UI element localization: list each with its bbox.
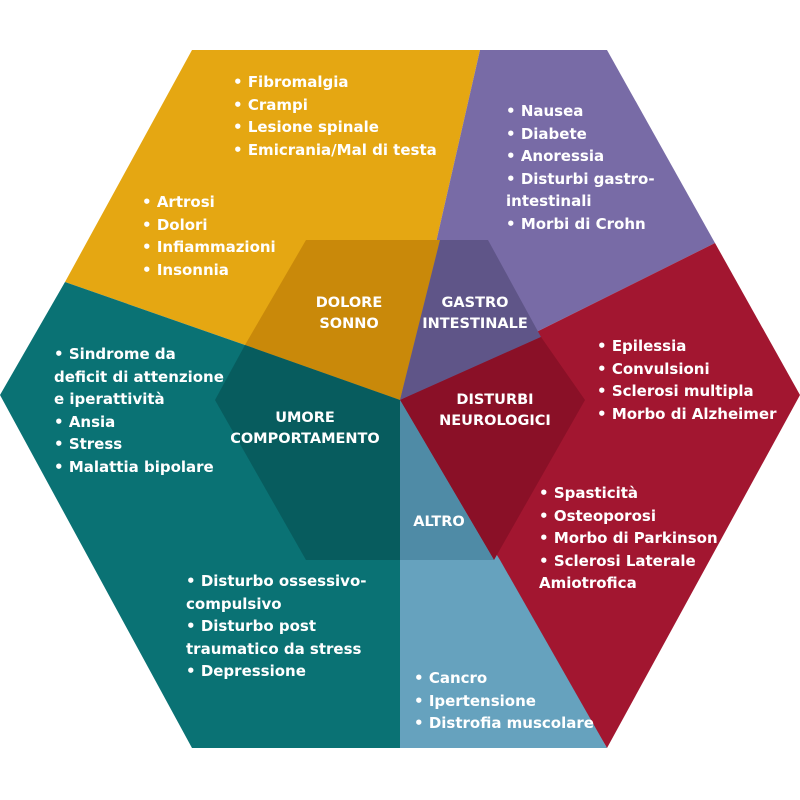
list-item: Stress: [54, 433, 229, 456]
list-item: Osteoporosi: [539, 505, 719, 528]
category-altro: ALTRO: [400, 512, 478, 533]
list-item: Nausea: [506, 100, 656, 123]
list-dolore-left: Artrosi Dolori Infiammazioni Insonnia: [142, 191, 287, 281]
list-item: Convulsioni: [597, 358, 782, 381]
list-item: Epilessia: [597, 335, 782, 358]
list-item: Cancro: [414, 667, 599, 690]
list-item: Anoressia: [506, 145, 656, 168]
list-item: Artrosi: [142, 191, 287, 214]
list-item: Disturbo ossessivo-compulsivo: [186, 570, 386, 615]
category-neuro-line1: DISTURBI: [456, 392, 534, 408]
category-umore-line1: UMORE: [275, 410, 335, 426]
list-altro: Cancro Ipertensione Distrofia muscolare: [414, 667, 599, 735]
list-gastro: Nausea Diabete Anoressia Disturbi gastro…: [506, 100, 656, 235]
category-dolore-line1: DOLORE: [315, 295, 383, 311]
list-item: Fibromalgia: [233, 71, 448, 94]
category-neuro-line2: NEUROLOGICI: [439, 413, 551, 429]
inner-hexagon: [215, 240, 585, 560]
list-neuro-top: Epilessia Convulsioni Sclerosi multipla …: [597, 335, 782, 425]
inner-umore: [215, 345, 400, 560]
list-item: Insonnia: [142, 259, 287, 282]
inner-gastro: [400, 240, 541, 400]
list-item: Depressione: [186, 660, 386, 683]
list-item: Emicrania/Mal di testa: [233, 139, 448, 162]
list-umore-bottom: Disturbo ossessivo-compulsivo Disturbo p…: [186, 570, 386, 683]
list-item: Morbo di Alzheimer: [597, 403, 782, 426]
list-neuro-bottom: Spasticità Osteoporosi Morbo di Parkinso…: [539, 482, 719, 595]
list-dolore-top: Fibromalgia Crampi Lesione spinale Emicr…: [233, 71, 448, 161]
list-item: Distrofia muscolare: [414, 712, 599, 735]
category-dolore-sonno: DOLORE SONNO: [300, 293, 398, 335]
list-item: Sindrome da deficit di attenzione e iper…: [54, 343, 229, 411]
list-item: Ipertensione: [414, 690, 599, 713]
list-item: Ansia: [54, 411, 229, 434]
list-item: Malattia bipolare: [54, 456, 229, 479]
list-item: Morbi di Crohn: [506, 213, 656, 236]
inner-neuro: [400, 337, 585, 560]
list-item: Crampi: [233, 94, 448, 117]
category-disturbi-neurologici: DISTURBI NEUROLOGICI: [425, 390, 565, 432]
category-gastro-intestinale: GASTRO INTESTINALE: [410, 293, 540, 335]
category-gastro-line2: INTESTINALE: [422, 316, 528, 332]
inner-altro: [400, 400, 494, 560]
list-item: Disturbo post traumatico da stress: [186, 615, 386, 660]
list-item: Dolori: [142, 214, 287, 237]
list-item: Sclerosi Laterale Amiotrofica: [539, 550, 719, 595]
category-umore-comportamento: UMORE COMPORTAMENTO: [215, 408, 395, 450]
inner-dolore: [245, 240, 440, 400]
list-item: Sclerosi multipla: [597, 380, 782, 403]
category-gastro-line1: GASTRO: [441, 295, 509, 311]
category-altro-line1: ALTRO: [413, 514, 465, 530]
category-dolore-line2: SONNO: [319, 316, 379, 332]
list-item: Lesione spinale: [233, 116, 448, 139]
list-item: Infiammazioni: [142, 236, 287, 259]
list-item: Morbo di Parkinson: [539, 527, 719, 550]
list-item: Spasticità: [539, 482, 719, 505]
list-item: Diabete: [506, 123, 656, 146]
list-umore-top: Sindrome da deficit di attenzione e iper…: [54, 343, 229, 478]
category-umore-line2: COMPORTAMENTO: [230, 431, 380, 447]
list-item: Disturbi gastro-intestinali: [506, 168, 656, 213]
